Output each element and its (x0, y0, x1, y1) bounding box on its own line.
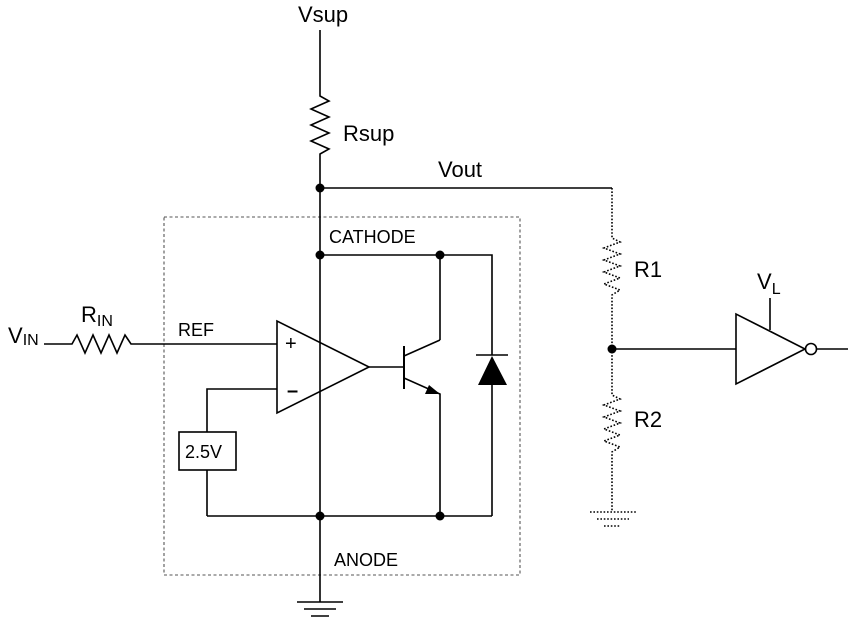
label-ref: REF (178, 320, 214, 340)
label-r1: R1 (634, 257, 662, 282)
label-rsup: Rsup (343, 121, 394, 146)
label-opamp-minus: – (287, 380, 298, 402)
transistor-emitter (403, 377, 441, 516)
transistor-collector (403, 339, 441, 357)
ground-symbol (297, 601, 343, 617)
transistor-emitter-arrow (425, 385, 440, 394)
opamp-symbol (276, 319, 371, 415)
inverter-bubble (804, 342, 818, 356)
cathode-bus (320, 254, 493, 355)
label-r2: R2 (634, 407, 662, 432)
junction-emitter (435, 511, 445, 521)
junction-vout (315, 183, 325, 193)
junction-collector (435, 250, 445, 260)
label-anode: ANODE (334, 550, 398, 570)
inverting-input-wire (206, 388, 277, 432)
label-reference-voltage: 2.5V (185, 442, 222, 462)
label-vout: Vout (438, 157, 482, 182)
junction-anode (315, 511, 325, 521)
junction-cathode (315, 250, 325, 260)
label-rin: RIN (81, 302, 113, 330)
label-opamp-plus: + (285, 333, 297, 355)
divider-ground (590, 511, 636, 527)
junction-divider (607, 344, 617, 354)
label-vin: VIN (8, 323, 39, 349)
vin-wire (44, 333, 277, 355)
label-vl: VL (757, 269, 781, 298)
diode-symbol (478, 356, 507, 385)
label-vsup: Vsup (298, 2, 348, 27)
label-cathode: CATHODE (329, 227, 416, 247)
regulator-boundary (163, 216, 521, 576)
inverter-symbol (735, 312, 807, 386)
vsup-wire (309, 30, 331, 188)
